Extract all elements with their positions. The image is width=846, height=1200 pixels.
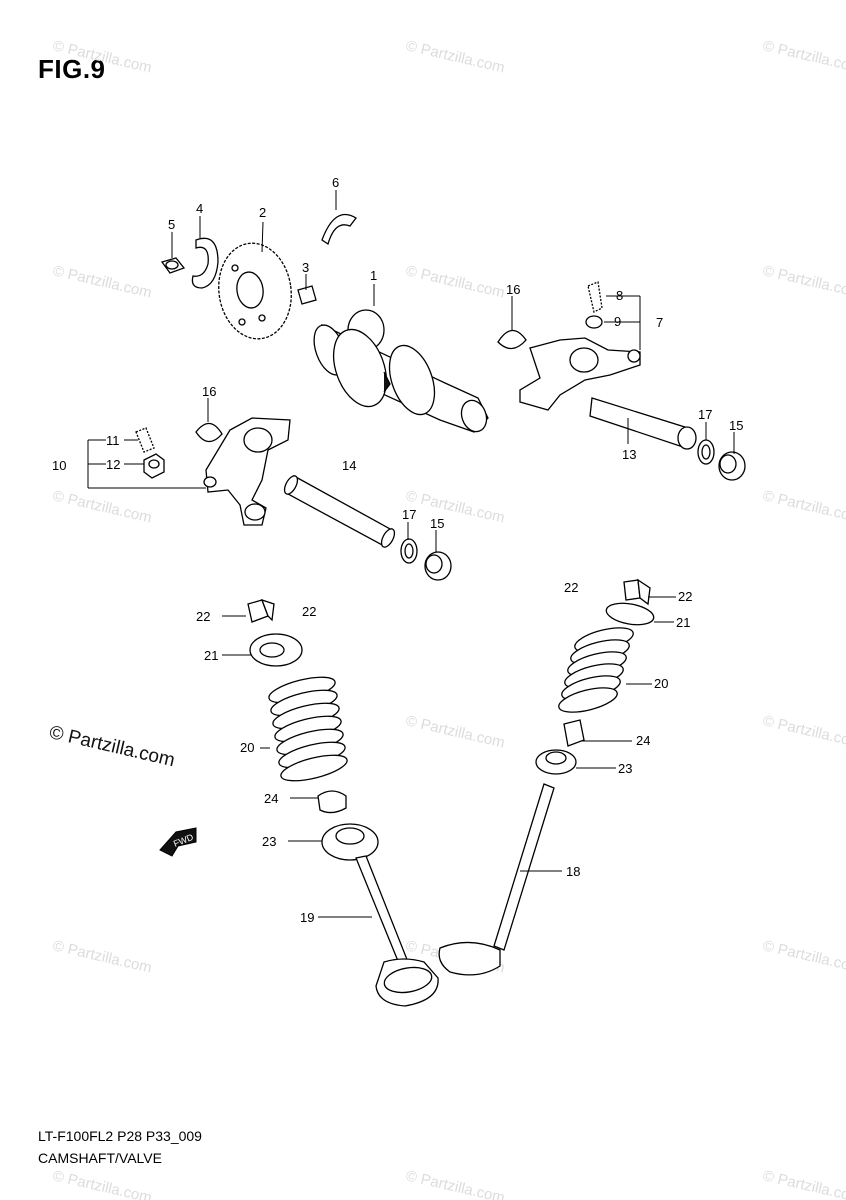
part-15-shaft-cap-lower [424, 551, 452, 581]
callout-16-lower: 16 [202, 384, 216, 399]
callout-labels: 1 2 3 4 5 6 7 8 9 10 11 12 13 14 15 15 1… [52, 175, 743, 925]
part-23-spring-seat-right [535, 749, 577, 775]
watermark-text: © Partzilla.com [761, 1167, 846, 1200]
part-17-o-ring-upper [697, 439, 715, 465]
callout-24-right: 24 [636, 733, 650, 748]
part-3-pin [297, 285, 317, 305]
callout-11: 11 [106, 433, 120, 448]
watermark-text: © Partzilla.com [761, 487, 846, 526]
part-21-retainer-left [249, 633, 303, 667]
callout-8: 8 [616, 288, 623, 303]
callout-22-left-a: 22 [196, 609, 210, 624]
part-14-rocker-shaft-lower [283, 475, 396, 548]
callout-17-upper: 17 [698, 407, 712, 422]
callout-7: 7 [656, 315, 663, 330]
part-16-wire-clip-upper [497, 329, 527, 350]
callout-14: 14 [342, 458, 356, 473]
watermark-text: © Partzilla.com [761, 262, 846, 301]
callout-22-right-b: 22 [678, 589, 692, 604]
callout-16-upper: 16 [506, 282, 520, 297]
part-8-adjust-screw-upper [585, 281, 603, 329]
leader-lines [87, 190, 735, 918]
callout-6: 6 [332, 175, 339, 190]
watermark-text: © Partzilla.com [404, 37, 506, 76]
callout-20-right: 20 [654, 676, 668, 691]
part-23-spring-seat-left [321, 823, 379, 861]
part-24-valve-seal-right [563, 719, 585, 747]
diagram-caption: CAMSHAFT/VALVE [38, 1150, 162, 1166]
callout-22-left-b: 22 [302, 604, 316, 619]
part-16-wire-clip-lower [195, 422, 223, 443]
callout-17-lower: 17 [402, 507, 416, 522]
part-19-intake-valve [355, 855, 439, 1007]
part-17-o-ring-lower [400, 538, 418, 564]
watermark-grid: © Partzilla.com © Partzilla.com © Partzi… [51, 37, 846, 1200]
part-20-valve-spring-left [268, 676, 348, 782]
watermark-text: © Partzilla.com [51, 37, 153, 76]
watermark-text: © Partzilla.com [761, 37, 846, 76]
part-7-rocker-arm-upper [519, 337, 641, 411]
watermark-text: © Partzilla.com [404, 712, 506, 751]
callout-20-left: 20 [240, 740, 254, 755]
callout-5: 5 [168, 217, 175, 232]
part-12-lock-nut-lower [143, 453, 165, 479]
watermark-text: © Partzilla.com [761, 712, 846, 751]
figure-title: FIG.9 [38, 54, 106, 84]
callout-22-right-a: 22 [564, 580, 578, 595]
callout-23-left: 23 [262, 834, 276, 849]
watermark-text: © Partzilla.com [404, 487, 506, 526]
callout-18: 18 [566, 864, 580, 879]
part-22-cotter-right [623, 578, 651, 606]
callout-9: 9 [614, 314, 621, 329]
callout-1: 1 [370, 268, 377, 283]
part-20-valve-spring-right [558, 627, 634, 713]
part-15-shaft-cap-upper [718, 451, 746, 481]
part-21-retainer-right [605, 602, 655, 626]
watermark-text: © Partzilla.com [51, 262, 153, 301]
callout-10: 10 [52, 458, 66, 473]
callout-13: 13 [622, 447, 636, 462]
part-1-camshaft [313, 309, 489, 433]
callout-21-right: 21 [676, 615, 690, 630]
callout-15-upper: 15 [729, 418, 743, 433]
part-22-cotter-left [247, 598, 275, 623]
callout-19: 19 [300, 910, 314, 925]
callout-15-lower: 15 [430, 516, 444, 531]
callout-4: 4 [196, 201, 203, 216]
callout-23-right: 23 [618, 761, 632, 776]
part-13-rocker-shaft-upper [589, 397, 697, 450]
callout-12: 12 [106, 457, 120, 472]
part-10-rocker-arm-lower [203, 417, 291, 526]
watermark-text: © Partzilla.com [761, 937, 846, 976]
watermark-text: © Partzilla.com [404, 1167, 506, 1200]
part-18-exhaust-valve [438, 783, 555, 976]
part-5-bolt [160, 257, 186, 274]
callout-2: 2 [259, 205, 266, 220]
part-11-adjust-screw-lower [135, 427, 155, 453]
model-code: LT-F100FL2 P28 P33_009 [38, 1128, 202, 1144]
part-4-circlip [191, 237, 219, 289]
callout-24-left: 24 [264, 791, 278, 806]
callout-21-left: 21 [204, 648, 218, 663]
part-24-valve-seal-left [317, 790, 347, 814]
watermark-text: © Partzilla.com [51, 487, 153, 526]
watermark-text: © Partzilla.com [51, 1167, 153, 1200]
watermark-text: © Partzilla.com [404, 262, 506, 301]
forward-arrow-icon: FWD [159, 827, 197, 857]
watermark-text: © Partzilla.com [51, 937, 153, 976]
part-2-cam-sprocket [218, 242, 292, 340]
callout-3: 3 [302, 260, 309, 275]
part-6-half-ring [321, 213, 357, 246]
